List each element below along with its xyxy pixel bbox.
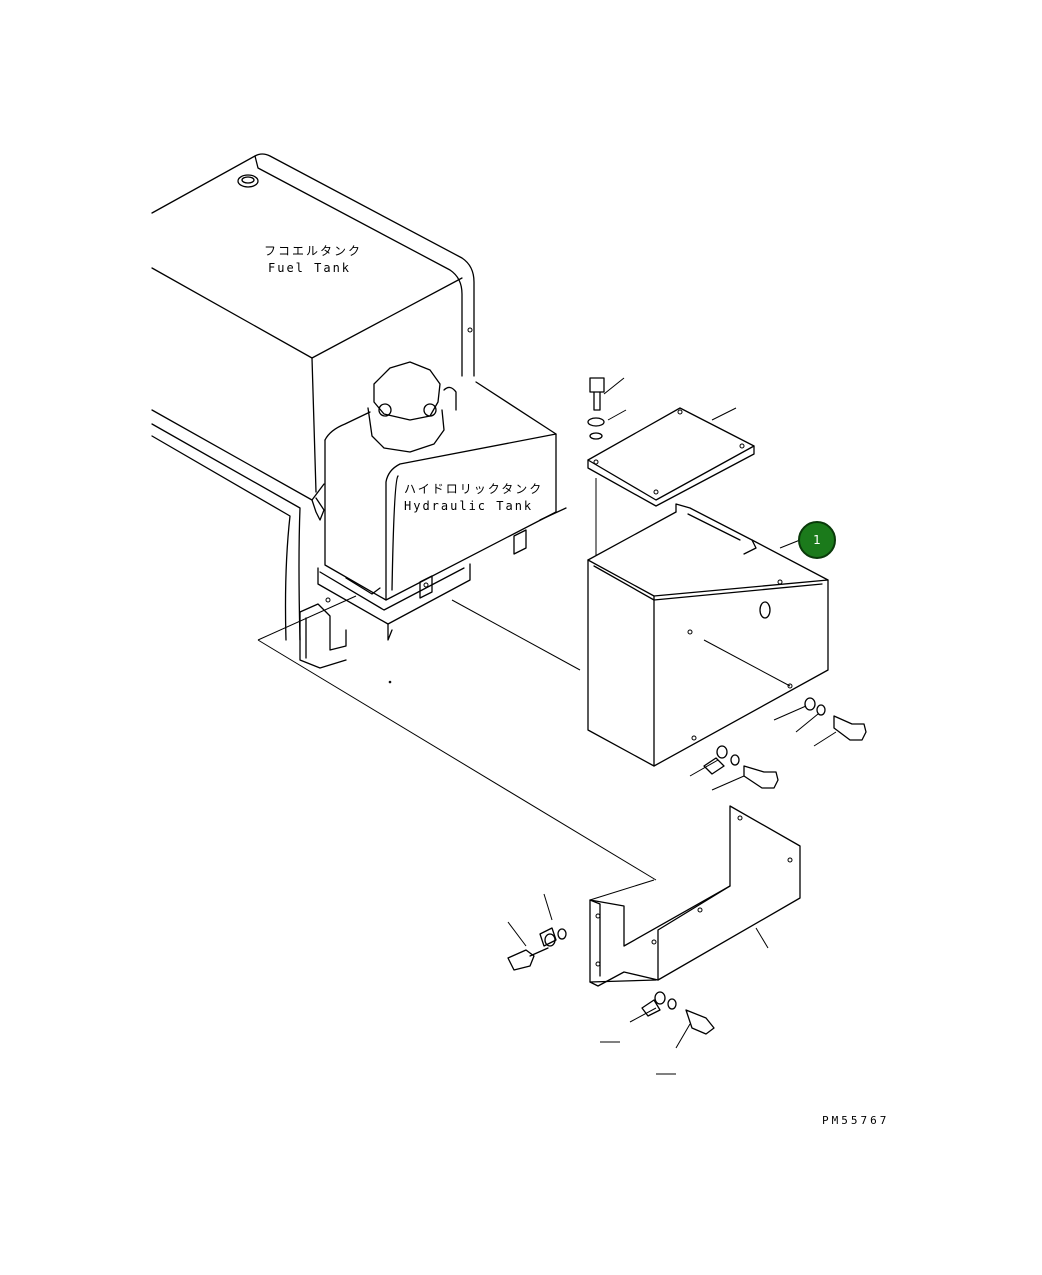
side-fasteners-drawing (689, 697, 867, 791)
drawing-number: PM55767 (822, 1114, 890, 1127)
hydraulic-tank-drawing (317, 361, 567, 641)
hydraulic-tank-label-jp: ハイドロリックタンク (404, 482, 544, 496)
assembly-lines (257, 478, 801, 1075)
bracket-fasteners-drawing (507, 893, 715, 1049)
callout-number: 1 (813, 533, 821, 547)
cover-plate-drawing (587, 407, 755, 507)
battery-box-drawing (587, 478, 829, 767)
fuel-tank-drawing (151, 153, 475, 669)
bracket-drawing (589, 805, 801, 987)
top-fasteners-drawing (587, 377, 627, 440)
fuel-tank-label-jp: フコエルタンク (264, 244, 363, 258)
hydraulic-tank-label-en: Hydraulic Tank (404, 499, 534, 513)
fuel-tank-label-en: Fuel Tank (268, 261, 352, 275)
part-callout-1[interactable]: 1 (798, 521, 836, 559)
